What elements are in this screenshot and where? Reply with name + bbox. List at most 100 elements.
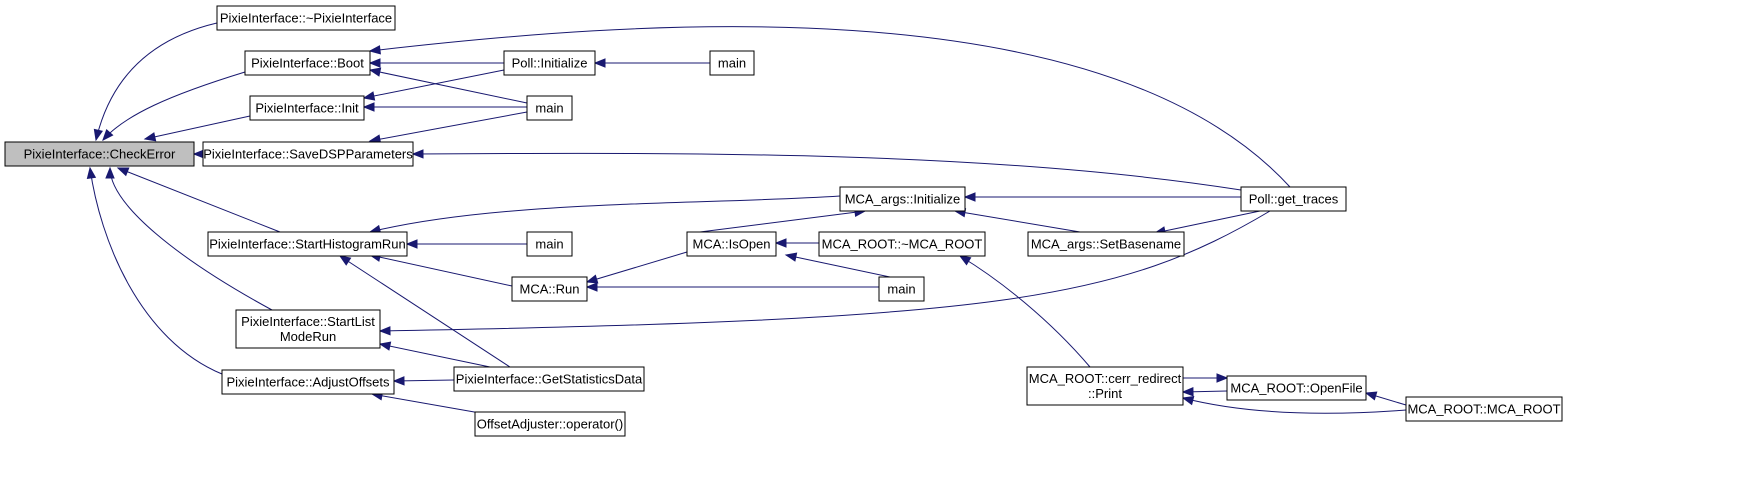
node-label-mcarootctor: MCA_ROOT::MCA_ROOT [1407,402,1560,417]
edge-mcarun-to-starthist [369,254,513,287]
edge-offsetadj-to-adjustoffsets [371,393,481,414]
node-boot[interactable]: PixieInterface::Boot [244,50,371,76]
edge-starthist-to-checkerror [117,167,281,233]
node-box-pollinit[interactable] [503,50,596,76]
node-mcarootdtor[interactable]: MCA_ROOT::~MCA_ROOT [818,231,986,257]
node-label-main3: main [535,237,563,252]
node-starthist[interactable]: PixieInterface::StartHistogramRun [207,231,408,257]
arrowhead-adjustoffsets-to-checkerror [86,166,97,180]
arrowhead-getstats-to-starthist [338,255,352,266]
arrowhead-main4-to-mcaisopen [784,252,798,262]
arrowhead-getstats-to-startlist [378,341,392,351]
node-mcarun[interactable]: MCA::Run [511,276,588,302]
edge-main4-to-mcaisopen [785,254,891,278]
node-label-cerrprint-line-2: ::Print [1088,386,1122,401]
arrowhead-init-to-checkerror [143,132,157,142]
node-box-cerrprint[interactable] [1026,366,1184,406]
arrowhead-main1-to-pollinit [593,58,606,68]
node-box-destructor[interactable] [216,5,396,31]
arrowhead-pollgettraces-to-savedsp [411,149,424,159]
arrowhead-cerrprint-to-mcarootdtor [958,255,972,266]
arrowhead-pollgettraces-to-startlist [378,326,391,336]
arrowhead-pollgettraces-to-boot [368,45,381,55]
node-cerrprint[interactable]: MCA_ROOT::cerr_redirect::Print [1026,366,1184,406]
node-checkerror[interactable]: PixieInterface::CheckError [4,141,195,167]
edge-pollgettraces-to-startlist [379,210,1271,332]
node-box-savedsp[interactable] [202,141,414,167]
node-mcaisopen[interactable]: MCA::IsOpen [686,231,777,257]
node-label-mcarun: MCA::Run [520,282,580,297]
node-label-startlist-line-2: ModeRun [280,329,336,344]
node-box-mcarootdtor[interactable] [818,231,986,257]
node-label-pollgettraces: Poll::get_traces [1249,192,1339,207]
node-pollinit[interactable]: Poll::Initialize [503,50,596,76]
arrowhead-main4-to-mcarun [585,282,598,292]
arrowhead-startlist-to-checkerror [105,166,115,179]
node-main2[interactable]: main [526,95,573,121]
node-label-cerrprint-line-1: MCA_ROOT::cerr_redirect [1029,371,1182,386]
arrowhead-cerrprint-to-openfile [1216,373,1229,383]
node-label-adjustoffsets: PixieInterface::AdjustOffsets [226,375,390,390]
arrowhead-pollgettraces-to-mcaargsinit [963,192,976,202]
edge-mcaargsinit-to-starthist [369,195,841,233]
node-box-init[interactable] [249,95,365,121]
node-main3[interactable]: main [526,231,573,257]
node-box-mcarun[interactable] [511,276,588,302]
node-init[interactable]: PixieInterface::Init [249,95,365,121]
node-destructor[interactable]: PixieInterface::~PixieInterface [216,5,396,31]
node-openfile[interactable]: MCA_ROOT::OpenFile [1226,375,1367,401]
arrowhead-main2-to-boot [368,67,382,77]
node-box-mcaisopen[interactable] [686,231,777,257]
node-box-main4[interactable] [878,276,925,302]
node-label-init: PixieInterface::Init [255,101,359,116]
edge-getstats-to-startlist [379,343,491,368]
node-box-getstats[interactable] [453,366,645,392]
node-label-mcaargsinit: MCA_args::Initialize [845,192,961,207]
node-box-offsetadj[interactable] [474,411,626,437]
arrowhead-mcarootdtor-to-mcaisopen [774,238,787,248]
node-main1[interactable]: main [709,50,755,76]
node-getstats[interactable]: PixieInterface::GetStatisticsData [453,366,645,392]
edge-pollgettraces-to-setbasename [1154,210,1261,234]
node-pollgettraces[interactable]: Poll::get_traces [1240,186,1347,212]
node-label-getstats: PixieInterface::GetStatisticsData [456,372,643,387]
edge-pollgettraces-to-savedsp [412,152,1242,191]
node-savedsp[interactable]: PixieInterface::SaveDSPParameters [202,141,414,167]
node-box-pollgettraces[interactable] [1240,186,1347,212]
arrowhead-destructor-to-checkerror [93,128,104,142]
node-box-mcarootctor[interactable] [1405,396,1563,422]
node-box-main2[interactable] [526,95,573,121]
node-box-checkerror[interactable] [4,141,195,167]
node-box-main3[interactable] [526,231,573,257]
edge-mcaisopen-to-mcarun [586,251,688,283]
node-adjustoffsets[interactable]: PixieInterface::AdjustOffsets [221,369,395,395]
edge-pollinit-to-init [363,69,505,99]
node-box-openfile[interactable] [1226,375,1367,401]
node-label-main1: main [718,56,746,71]
node-box-adjustoffsets[interactable] [221,369,395,395]
node-box-boot[interactable] [244,50,371,76]
edges-layer [86,17,1407,414]
node-box-mcaargsinit[interactable] [839,186,966,212]
arrowhead-mcaisopen-to-mcarun [585,274,599,284]
node-mcarootctor[interactable]: MCA_ROOT::MCA_ROOT [1405,396,1563,422]
arrowhead-mcarootctor-to-cerrprint [1181,396,1195,406]
node-label-main4: main [887,282,915,297]
node-main4[interactable]: main [878,276,925,302]
node-label-offsetadj: OffsetAdjuster::operator() [477,417,623,432]
node-setbasename[interactable]: MCA_args::SetBasename [1027,231,1185,257]
edge-main2-to-savedsp [369,111,528,142]
edge-mcaisopen-to-mcaargsinit [699,210,866,233]
edge-setbasename-to-mcaargsinit [954,210,1081,233]
node-box-main1[interactable] [709,50,755,76]
node-label-starthist: PixieInterface::StartHistogramRun [209,237,406,252]
node-mcaargsinit[interactable]: MCA_args::Initialize [839,186,966,212]
node-offsetadj[interactable]: OffsetAdjuster::operator() [474,411,626,437]
node-box-startlist[interactable] [235,309,381,349]
node-box-starthist[interactable] [207,231,408,257]
edge-startlist-to-checkerror [109,167,273,311]
edge-destructor-to-checkerror [95,17,246,141]
node-box-setbasename[interactable] [1027,231,1185,257]
